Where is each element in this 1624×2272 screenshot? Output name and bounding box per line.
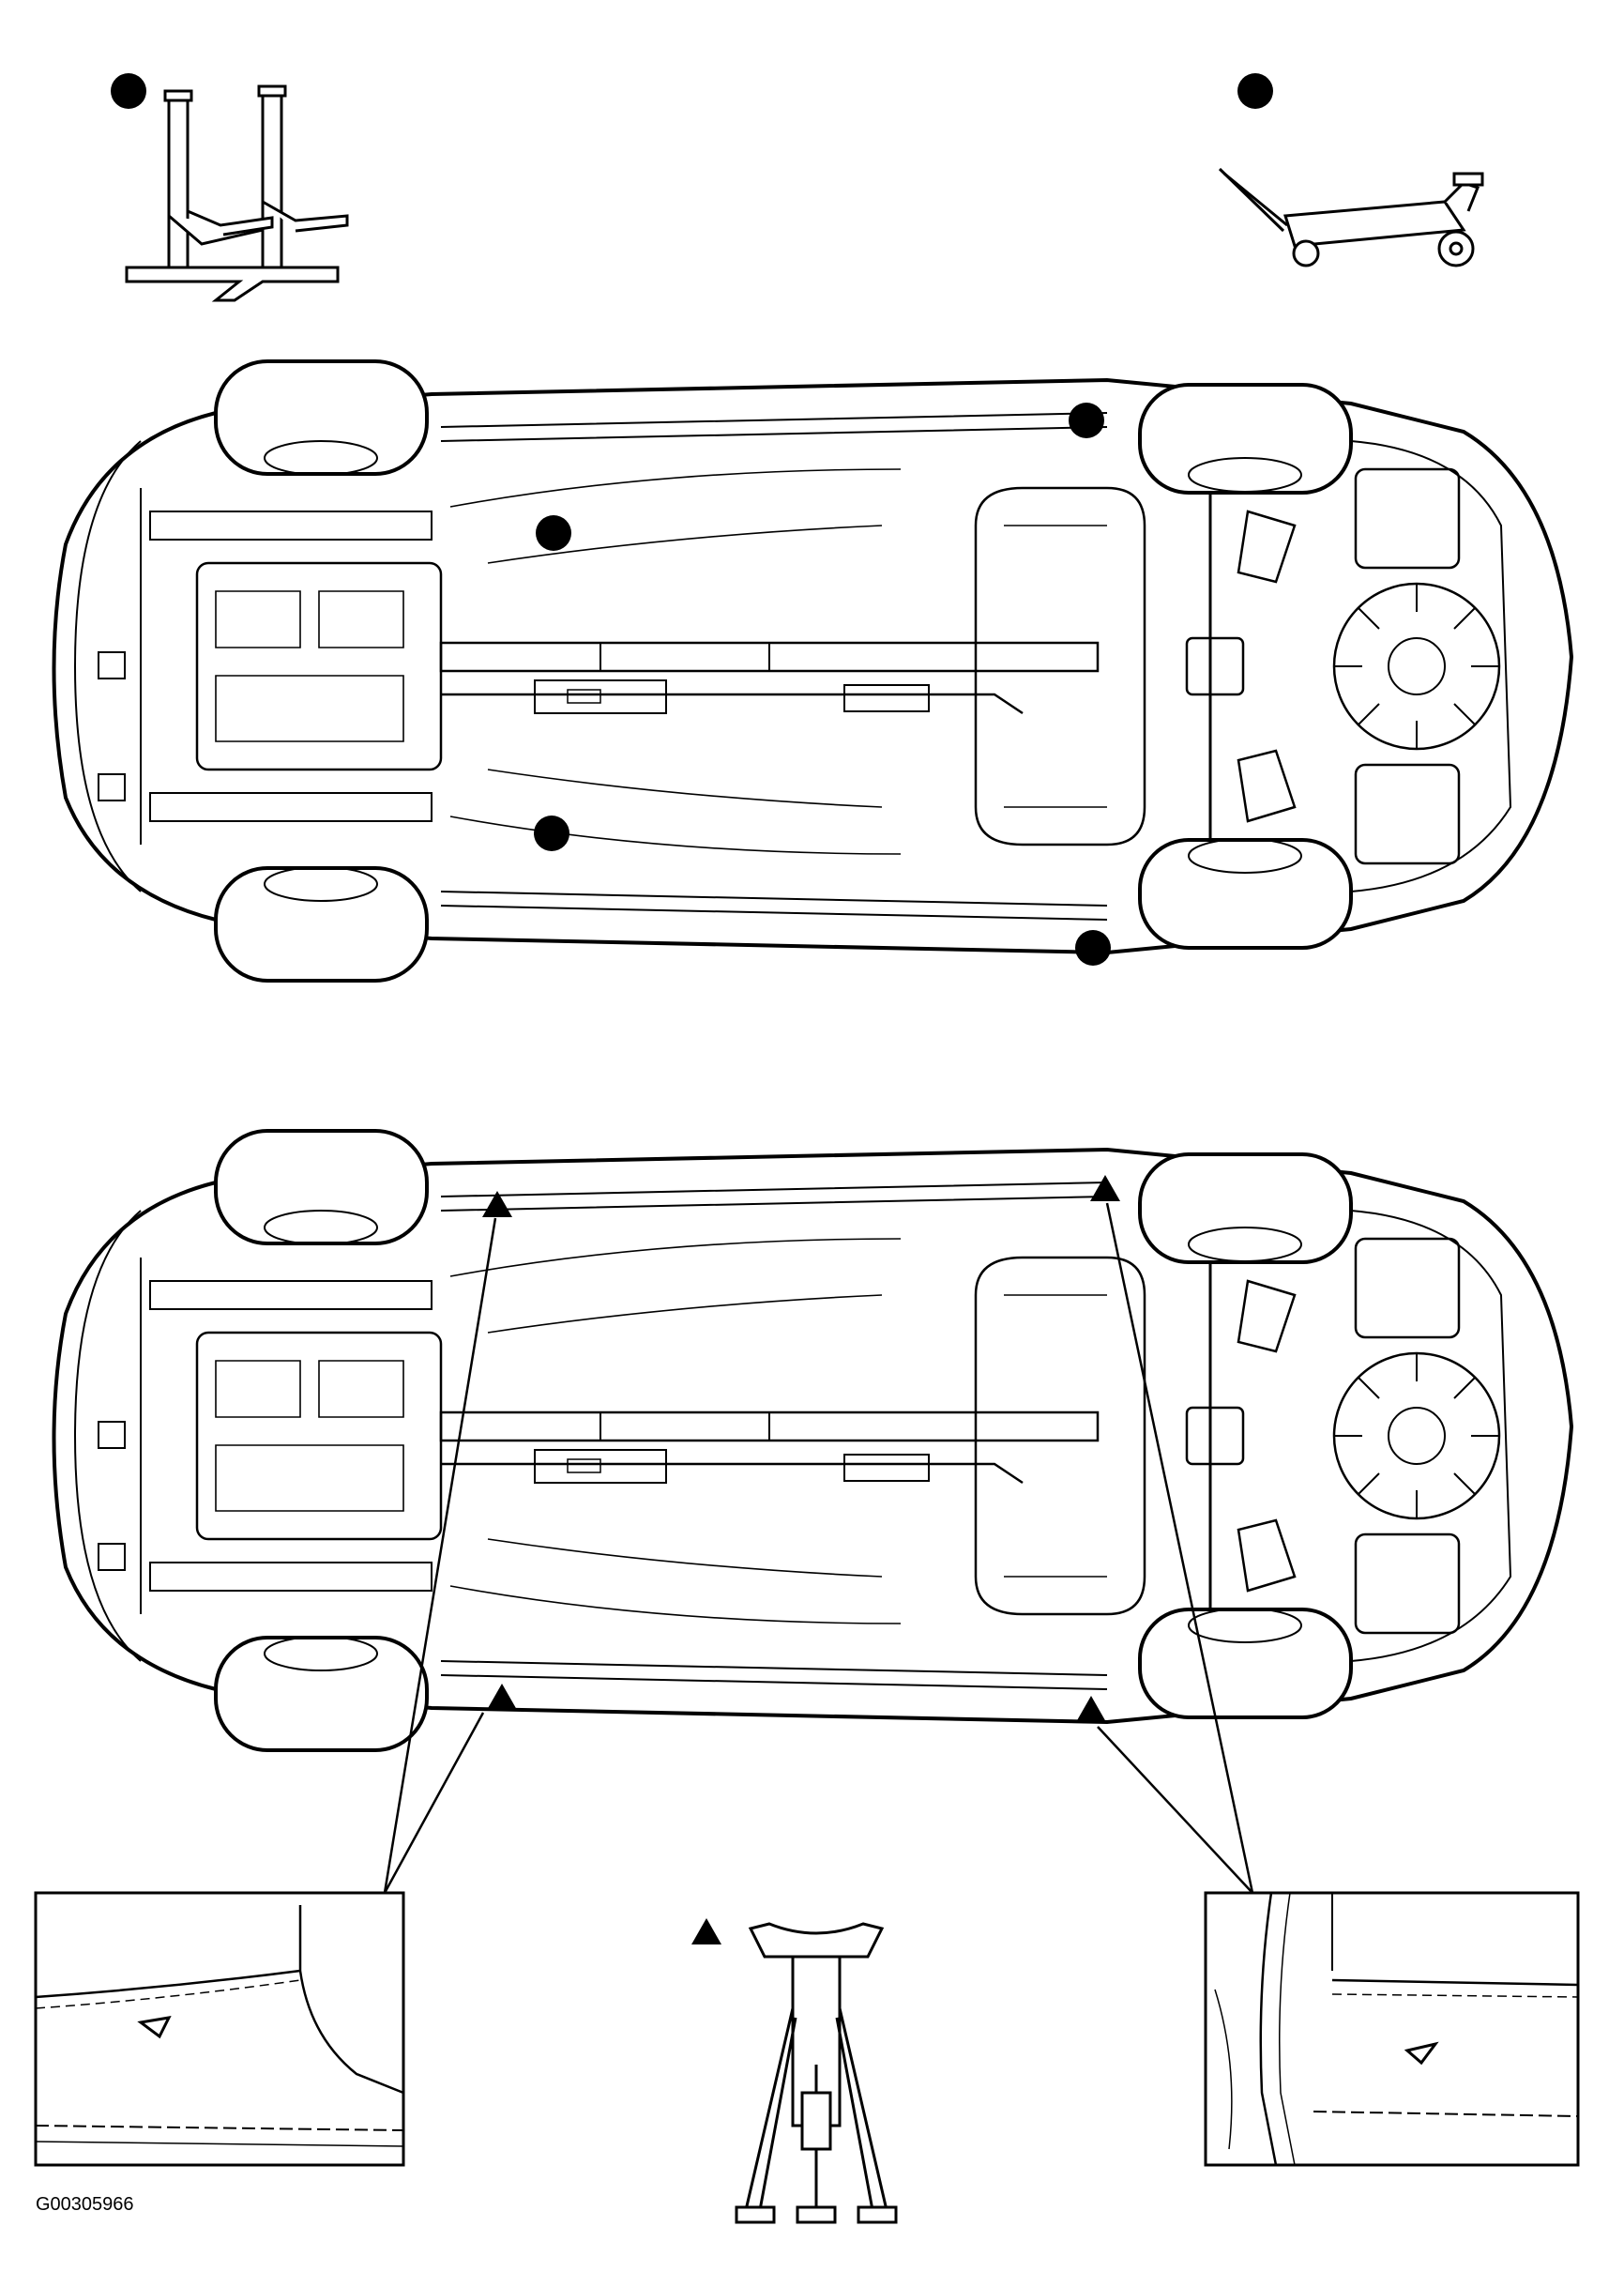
jack-point-notch-icon: [137, 2016, 172, 2039]
floor-jack-icon: [1218, 167, 1484, 267]
front-jack-stand-point-detail: [34, 1891, 405, 2167]
vehicle-underside-lift-points: [52, 359, 1573, 983]
vehicle-underside-jack-stand-points: [52, 1129, 1573, 1894]
rear-jack-stand-point-detail: [1204, 1891, 1580, 2167]
figure-id-label: G00305966: [36, 2194, 134, 2215]
jack-point-notch-icon: [1404, 2041, 1439, 2066]
lift-point-rear-left: [1069, 403, 1104, 438]
legend-floor-jack-marker: [1237, 73, 1273, 109]
vehicle-underside: [52, 359, 1573, 983]
vehicle-underside: [52, 1129, 1573, 1752]
jack-stand-icon: [735, 1922, 898, 2224]
lift-point-front-left: [536, 515, 571, 551]
lift-point-rear-right: [1075, 930, 1111, 966]
lift-point-front-right: [534, 816, 569, 851]
two-post-lift-legend: [111, 73, 349, 302]
legend-lift-point-marker: [111, 73, 146, 109]
floor-jack-legend: [1218, 73, 1484, 267]
jack-stand-legend: [691, 1918, 898, 2224]
legend-jack-stand-marker: [691, 1918, 721, 1944]
detail-leader-lines: [383, 1202, 1254, 1894]
two-post-lift-icon: [125, 84, 349, 302]
